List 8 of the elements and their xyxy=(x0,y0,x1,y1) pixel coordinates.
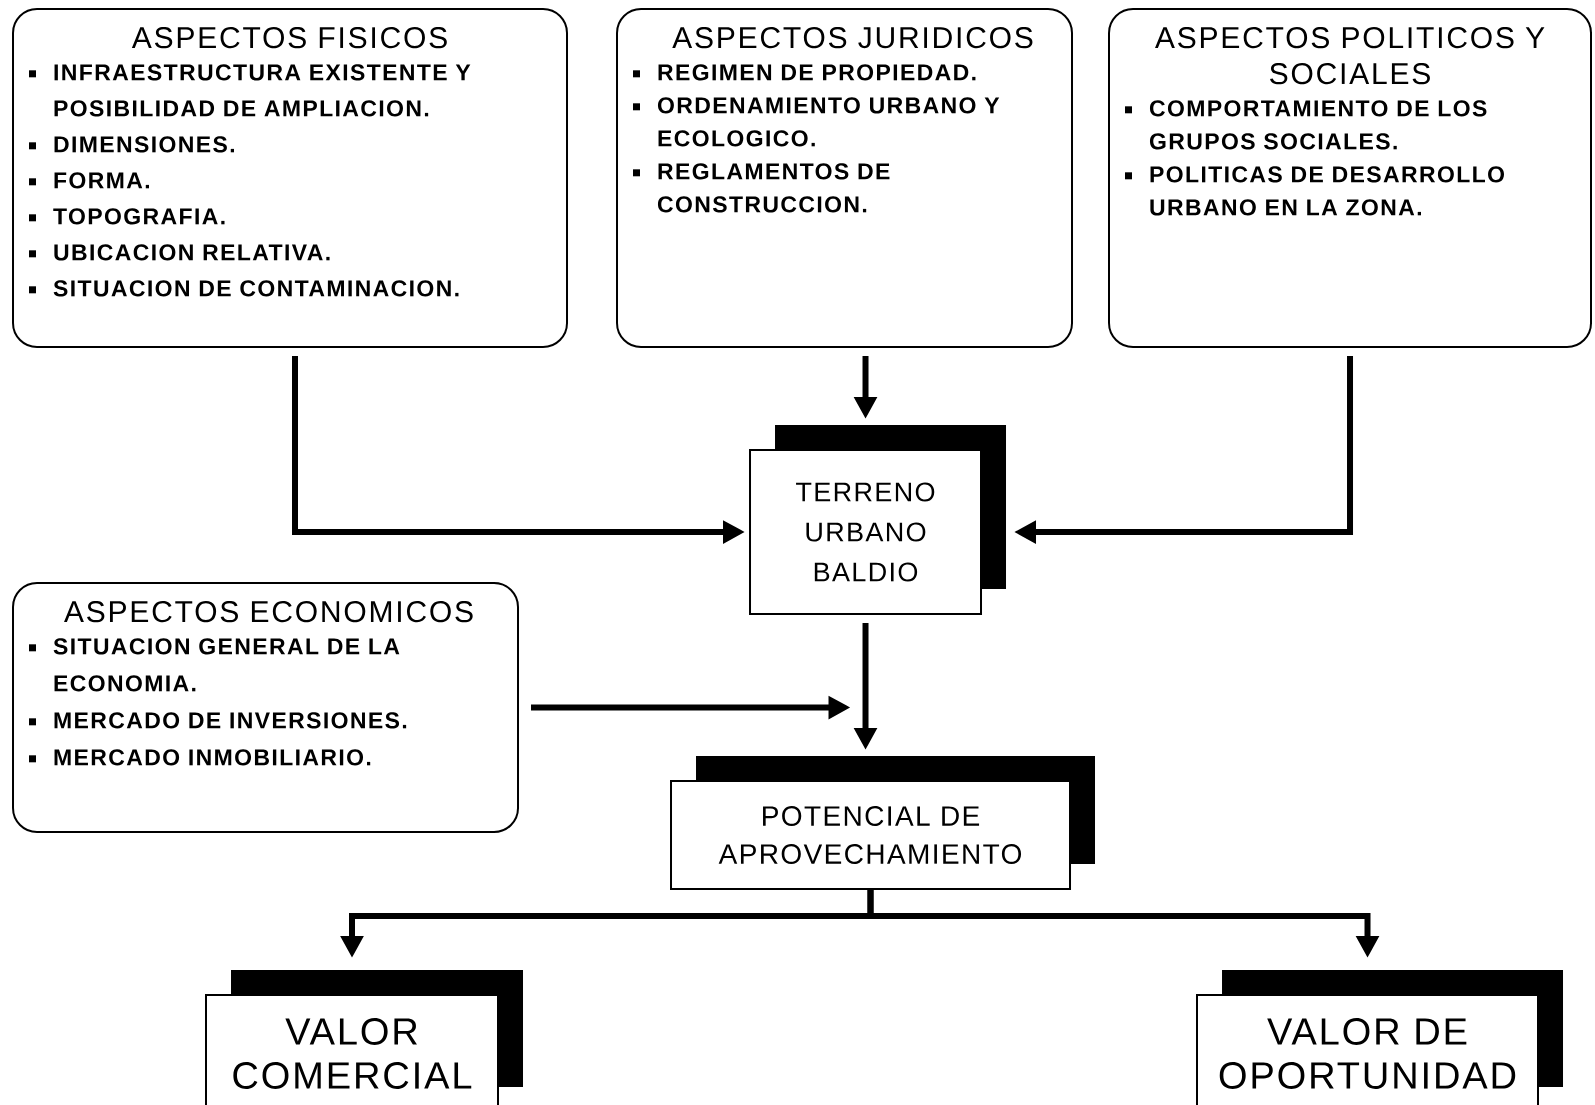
rounded-box: ASPECTOS FISICOS INFRAESTRUCTURA EXISTENTE Y POSIBILIDAD DE AMPLIACION. DIMENSIONES. FORMA. TOPOGRAFIA. UBICACION RELATIVA. SITUACION DE CONTAMINACION. xyxy=(12,8,568,348)
shadowed-box: VALOR COMERCIAL xyxy=(205,970,523,1105)
rounded-box: ASPECTOS ECONOMICOS SITUACION GENERAL DE LA ECONOMIA. MERCADO DE INVERSIONES. MERCADO INMOBILIARIO. xyxy=(12,582,519,833)
rounded-box: ASPECTOS JURIDICOS REGIMEN DE PROPIEDAD. ORDENAMIENTO URBANO Y ECOLOGICO. REGLAMENTOS DE CONSTRUCCION. xyxy=(616,8,1073,348)
rounded-box: ASPECTOS POLITICOS Y SOCIALES COMPORTAMIENTO DE LOS GRUPOS SOCIALES. POLITICAS DE DESARROLLO URBANO EN LA ZONA. xyxy=(1108,8,1592,348)
shadowed-box: POTENCIAL DE APROVECHAMIENTO xyxy=(670,756,1095,890)
shadowed-box: TERRENO URBANO BALDIO xyxy=(749,425,1006,615)
shadowed-box: VALOR DE OPORTUNIDAD xyxy=(1196,970,1563,1105)
